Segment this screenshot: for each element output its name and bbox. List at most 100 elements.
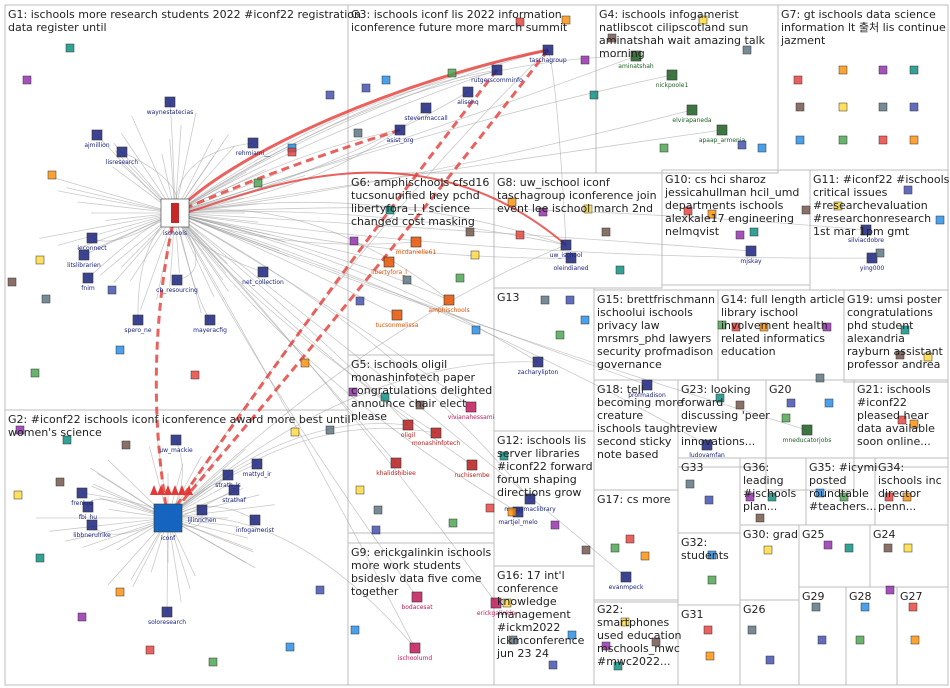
avatar-node[interactable] [349, 236, 359, 246]
avatar-node[interactable] [839, 492, 849, 502]
avatar-node[interactable] [567, 630, 577, 640]
node-ruchisembe[interactable]: ruchisembe [454, 459, 490, 479]
avatar-node[interactable] [909, 419, 919, 429]
avatar-node[interactable] [415, 400, 425, 410]
avatar-node[interactable] [651, 637, 661, 647]
avatar-node[interactable] [348, 387, 358, 397]
avatar-node[interactable] [62, 435, 72, 445]
node-erickgalinkin[interactable]: erickgalinkin [477, 597, 515, 617]
avatar-node[interactable] [253, 178, 263, 188]
avatar-node[interactable] [145, 645, 155, 655]
node-ludovamfan[interactable]: ludovamfan [689, 439, 725, 459]
node-fnim[interactable]: fnim [81, 272, 95, 292]
avatar-node[interactable] [610, 543, 620, 553]
avatar-node[interactable] [77, 612, 87, 622]
avatar-node[interactable] [765, 655, 775, 665]
avatar-node[interactable] [47, 170, 57, 180]
avatar-node[interactable] [325, 90, 335, 100]
node-rehmiami-[interactable]: rehmiami__ [236, 137, 272, 157]
avatar-node[interactable] [707, 209, 717, 219]
avatar-node[interactable] [325, 425, 335, 435]
avatar-node[interactable] [735, 400, 745, 410]
node-mergymaclibrary[interactable]: mergymaclibrary [504, 493, 556, 513]
avatar-node[interactable] [817, 635, 827, 645]
avatar-node[interactable] [115, 345, 125, 355]
avatar-node[interactable] [361, 83, 371, 93]
avatar-node[interactable] [35, 255, 45, 265]
avatar-node[interactable] [717, 320, 727, 330]
avatar-node[interactable] [715, 393, 725, 403]
avatar-node[interactable] [885, 585, 895, 595]
avatar-node[interactable] [747, 625, 757, 635]
avatar-node[interactable] [315, 585, 325, 595]
avatar-node[interactable] [620, 617, 630, 627]
node-mjskay[interactable]: mjskay [740, 245, 762, 265]
avatar-node[interactable] [781, 413, 791, 423]
avatar-node[interactable] [121, 440, 131, 450]
avatar-node[interactable] [640, 551, 650, 561]
avatar-node[interactable] [878, 65, 888, 75]
avatar-node[interactable] [735, 230, 745, 240]
avatar-node[interactable] [884, 492, 894, 502]
avatar-node[interactable] [731, 322, 741, 332]
node-fbi-hu[interactable]: fbi_hu [79, 501, 97, 521]
avatar-node[interactable] [757, 143, 767, 153]
avatar-node[interactable] [698, 15, 708, 25]
avatar-node[interactable] [801, 205, 811, 215]
avatar-node[interactable] [115, 587, 125, 597]
node-strath-ls[interactable]: strath_ls [215, 469, 241, 489]
node-ajmillion[interactable]: ajmillion [84, 129, 110, 149]
avatar-node[interactable] [763, 545, 773, 555]
node-iconf[interactable]: iconf [153, 503, 183, 542]
avatar-node[interactable] [844, 543, 854, 553]
avatar-node[interactable] [659, 143, 669, 153]
avatar-node[interactable] [13, 490, 23, 500]
avatar-node[interactable] [742, 45, 752, 55]
node-ischoolumd[interactable]: ischoolumd [398, 642, 433, 662]
avatar-node[interactable] [30, 368, 40, 378]
avatar-node[interactable] [353, 128, 363, 138]
avatar-node[interactable] [902, 492, 912, 502]
avatar-node[interactable] [878, 102, 888, 112]
node-net-collection[interactable]: net_collection [242, 266, 284, 286]
node-mayeracfig[interactable]: mayeracfig [193, 314, 227, 334]
node-elvirapaneda[interactable]: elvirapaneda [672, 104, 712, 124]
avatar-node[interactable] [824, 398, 834, 408]
node-apaap-armenia[interactable]: apaap_armenia [699, 124, 746, 144]
node-khalidshibiee[interactable]: khalidshibiee [376, 457, 416, 477]
avatar-node[interactable] [909, 102, 919, 112]
avatar-node[interactable] [838, 135, 848, 145]
avatar-node[interactable] [910, 635, 920, 645]
node-aminatshah[interactable]: aminatshah [618, 50, 654, 70]
avatar-node[interactable] [385, 205, 395, 215]
node-ying000[interactable]: ying000 [860, 252, 884, 272]
node-waynestatecias[interactable]: waynestatecias [147, 96, 194, 116]
avatar-node[interactable] [860, 602, 870, 612]
avatar-node[interactable] [540, 295, 550, 305]
avatar-node[interactable] [822, 322, 832, 332]
node-strathaf[interactable]: strathaf [222, 484, 247, 504]
node-ischools[interactable]: ischools [160, 198, 190, 237]
avatar-node[interactable] [538, 207, 548, 217]
avatar-node[interactable] [589, 90, 599, 100]
avatar-node[interactable] [601, 641, 611, 651]
avatar-node[interactable] [471, 325, 481, 335]
avatar-node[interactable] [381, 75, 391, 85]
avatar-node[interactable] [895, 350, 905, 360]
avatar-node[interactable] [683, 206, 693, 216]
node-infogamerist[interactable]: infogamerist [236, 514, 275, 534]
node-cb-resourcing[interactable]: cb_resourcing [156, 274, 198, 294]
avatar-node[interactable] [601, 227, 611, 237]
avatar-node[interactable] [607, 33, 617, 43]
avatar-node[interactable] [749, 227, 759, 237]
avatar-node[interactable] [290, 427, 300, 437]
avatar-node[interactable] [373, 505, 383, 515]
node-amphischools[interactable]: amphischools [428, 294, 470, 314]
node-mcdanielle61[interactable]: mcdanielle61 [396, 236, 437, 256]
node-evanmpeck[interactable]: evanmpeck [609, 571, 644, 591]
avatar-node[interactable] [35, 553, 45, 563]
avatar-node[interactable] [580, 315, 590, 325]
avatar-node[interactable] [883, 543, 893, 553]
avatar-node[interactable] [786, 398, 796, 408]
avatar-node[interactable] [41, 294, 51, 304]
